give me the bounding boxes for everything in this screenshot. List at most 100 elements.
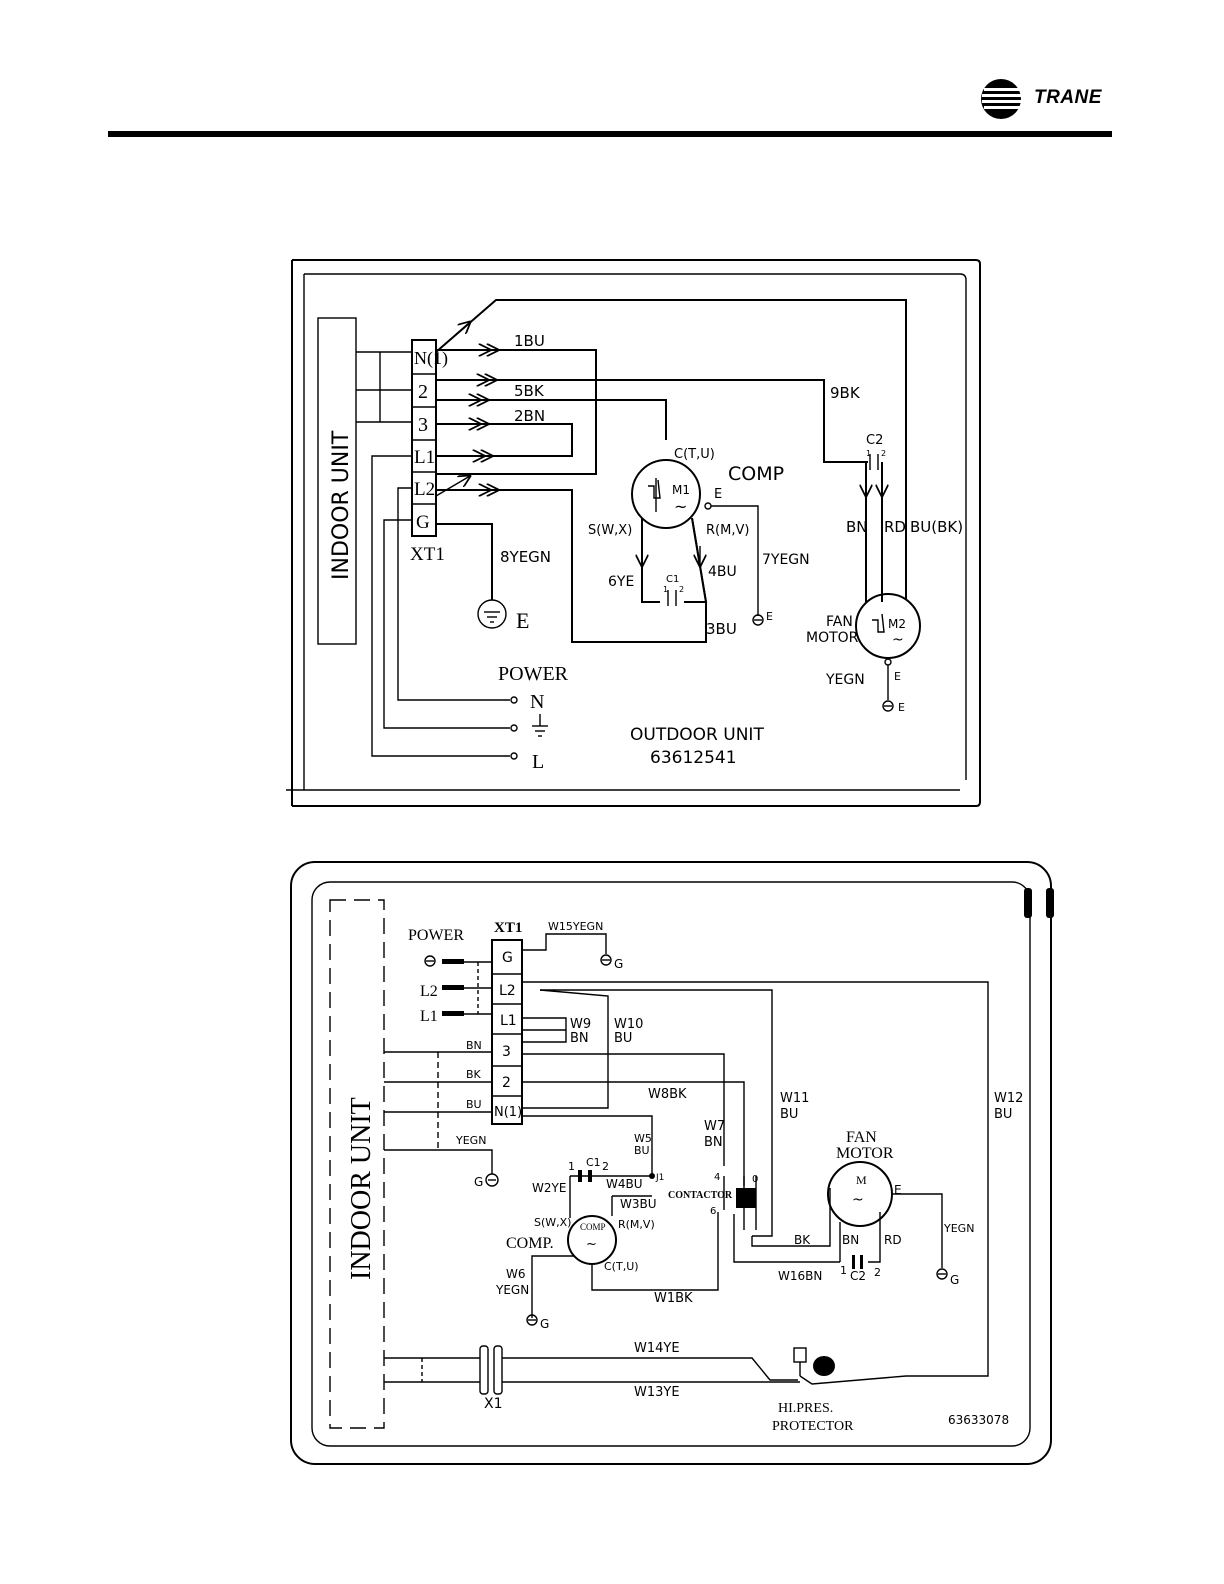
indoor-unit-box-2 (329, 899, 385, 1429)
header-rule (108, 131, 1112, 137)
wire-yegn: YEGN (455, 1134, 486, 1147)
wire-w8: W8BK (648, 1087, 687, 1102)
ground-g3-icon (526, 1314, 538, 1326)
diagram-outdoor-unit: INDOOR UNIT N(1) 2 3 L1 L2 G XT1 P (286, 259, 981, 807)
t2-l2: L2 (499, 983, 516, 999)
diagram-indoor-unit: INDOOR UNIT POWER L2 L1 XT1 G L2 L1 3 (290, 861, 1054, 1465)
capacitor-c2-p1: 1 (866, 449, 871, 458)
wire-w11b: BU (780, 1107, 798, 1122)
capacitor-c1-label: C1 (666, 574, 679, 585)
wire-2bn: 2BN (514, 407, 545, 425)
t2-l1: L1 (500, 1013, 517, 1029)
outdoor-part-number: 63612541 (650, 748, 737, 768)
capacitor-c1b-p1: 1 (568, 1160, 575, 1173)
compressor-c: C(T,U) (674, 447, 715, 462)
capacitor-c2-icon (869, 454, 879, 470)
fan-motor-symbol: ~ (892, 632, 904, 648)
wire-9bk: 9BK (830, 384, 861, 402)
capacitor-c1-icon (667, 590, 677, 606)
power-l2-connector-icon (442, 985, 464, 990)
capacitor-c2b-p2: 2 (874, 1266, 881, 1279)
terminal-block-xt1: N(1) 2 3 L1 L2 G XT1 (410, 339, 448, 565)
fan-motor-2-symbol: ~ (852, 1192, 864, 1208)
wire-bu: BU (466, 1098, 482, 1111)
wire-w7b: BN (704, 1135, 723, 1150)
indoor-unit-label-2: INDOOR UNIT (346, 1097, 377, 1280)
wire-w10b: BU (614, 1031, 632, 1046)
compressor-2-c: C(T,U) (604, 1260, 639, 1273)
power-label-2: POWER (408, 927, 464, 944)
wire-rd: RD (884, 1233, 902, 1247)
fan-motor-label2: MOTOR (806, 630, 859, 646)
wire-w16: W16BN (778, 1269, 822, 1283)
wire-w5b: BU (634, 1144, 650, 1157)
wire-w6a: W6 (506, 1267, 526, 1281)
power-label: POWER (498, 663, 569, 685)
terminal-l1: L1 (414, 447, 435, 468)
contactor-p6: 6 (710, 1206, 716, 1217)
wire-w6b: YEGN (495, 1283, 529, 1297)
terminal-l2: L2 (414, 479, 435, 500)
wire-w13: W13YE (634, 1385, 680, 1400)
compressor-2-symbol: ~ (586, 1237, 597, 1252)
capacitor-c2b-icon (852, 1255, 863, 1269)
fan-motor-2-m: M (856, 1173, 867, 1187)
wire-7yegn: 7YEGN (762, 552, 810, 568)
capacitor-c1b-icon (578, 1170, 592, 1182)
t2-n1: N(1) (494, 1105, 522, 1120)
connector-x1-icon (479, 1345, 503, 1395)
wire-3bu: 3BU (706, 620, 737, 638)
ground-g1-icon (600, 954, 612, 966)
compressor-s: S(W,X) (588, 523, 632, 538)
wire-bk: BK (466, 1068, 482, 1081)
compressor-2-inner: COMP (580, 1222, 606, 1232)
terminal-g: G (416, 512, 430, 533)
fan-wire-rd: RD (884, 518, 906, 536)
power-ground-connector-icon (442, 959, 464, 964)
ground-g4-icon (936, 1268, 948, 1280)
indoor-unit-label: INDOOR UNIT (329, 430, 354, 580)
fan-motor-label1: FAN (826, 614, 853, 630)
wire-w9a: W9 (570, 1017, 591, 1032)
indoor-unit-box (317, 317, 357, 645)
terminal-2: 2 (418, 381, 428, 403)
wire-w3: W3BU (620, 1197, 657, 1211)
wire-w2: W2YE (532, 1181, 566, 1195)
fan-motor-m2: M2 ~ (855, 593, 921, 659)
wire-5bk: 5BK (514, 382, 545, 400)
wire-bn2: BN (842, 1233, 859, 1247)
fan-wire-bn: BN (846, 518, 868, 536)
compressor-id: M1 (672, 483, 690, 497)
t2-g: G (502, 950, 513, 966)
compressor-2-s: S(W,X) (534, 1216, 571, 1229)
wire-yegn2: YEGN (943, 1222, 974, 1235)
contactor-p0: 0 (752, 1174, 758, 1185)
ground-g2-icon (485, 1173, 499, 1187)
wire-w14: W14YE (634, 1341, 680, 1356)
capacitor-c1b-label: C1 (586, 1156, 601, 1169)
outdoor-unit-label: OUTDOOR UNIT (630, 725, 764, 745)
terminal-3: 3 (418, 414, 428, 436)
fan-motor-2: M ~ (827, 1161, 893, 1227)
capacitor-c1-p1: 1 (663, 585, 668, 594)
fan-wire-bu: BU(BK) (910, 518, 963, 536)
power-ground-icon (424, 955, 436, 967)
hi-pres-protector-icon (793, 1347, 907, 1385)
ground-g3-label: G (540, 1317, 549, 1331)
compressor-2-r: R(M,V) (618, 1218, 655, 1231)
indoor-part-number: 63633078 (948, 1413, 1009, 1427)
protector-label1: HI.PRES. (778, 1401, 833, 1416)
capacitor-c2-p2: 2 (881, 449, 886, 458)
power-l1: L1 (420, 1008, 438, 1025)
ground-e-icon (477, 599, 507, 629)
wire-bk2: BK (794, 1233, 811, 1247)
protector-label2: PROTECTOR (772, 1419, 854, 1434)
wire-1bu: 1BU (514, 332, 545, 350)
compressor-e: E (714, 487, 722, 502)
ground-g2-label: G (474, 1175, 483, 1189)
wire-w1: W1BK (654, 1291, 693, 1306)
wire-w7a: W7 (704, 1119, 725, 1134)
compressor-2: COMP ~ (567, 1215, 617, 1265)
power-l2: L2 (420, 983, 438, 1000)
